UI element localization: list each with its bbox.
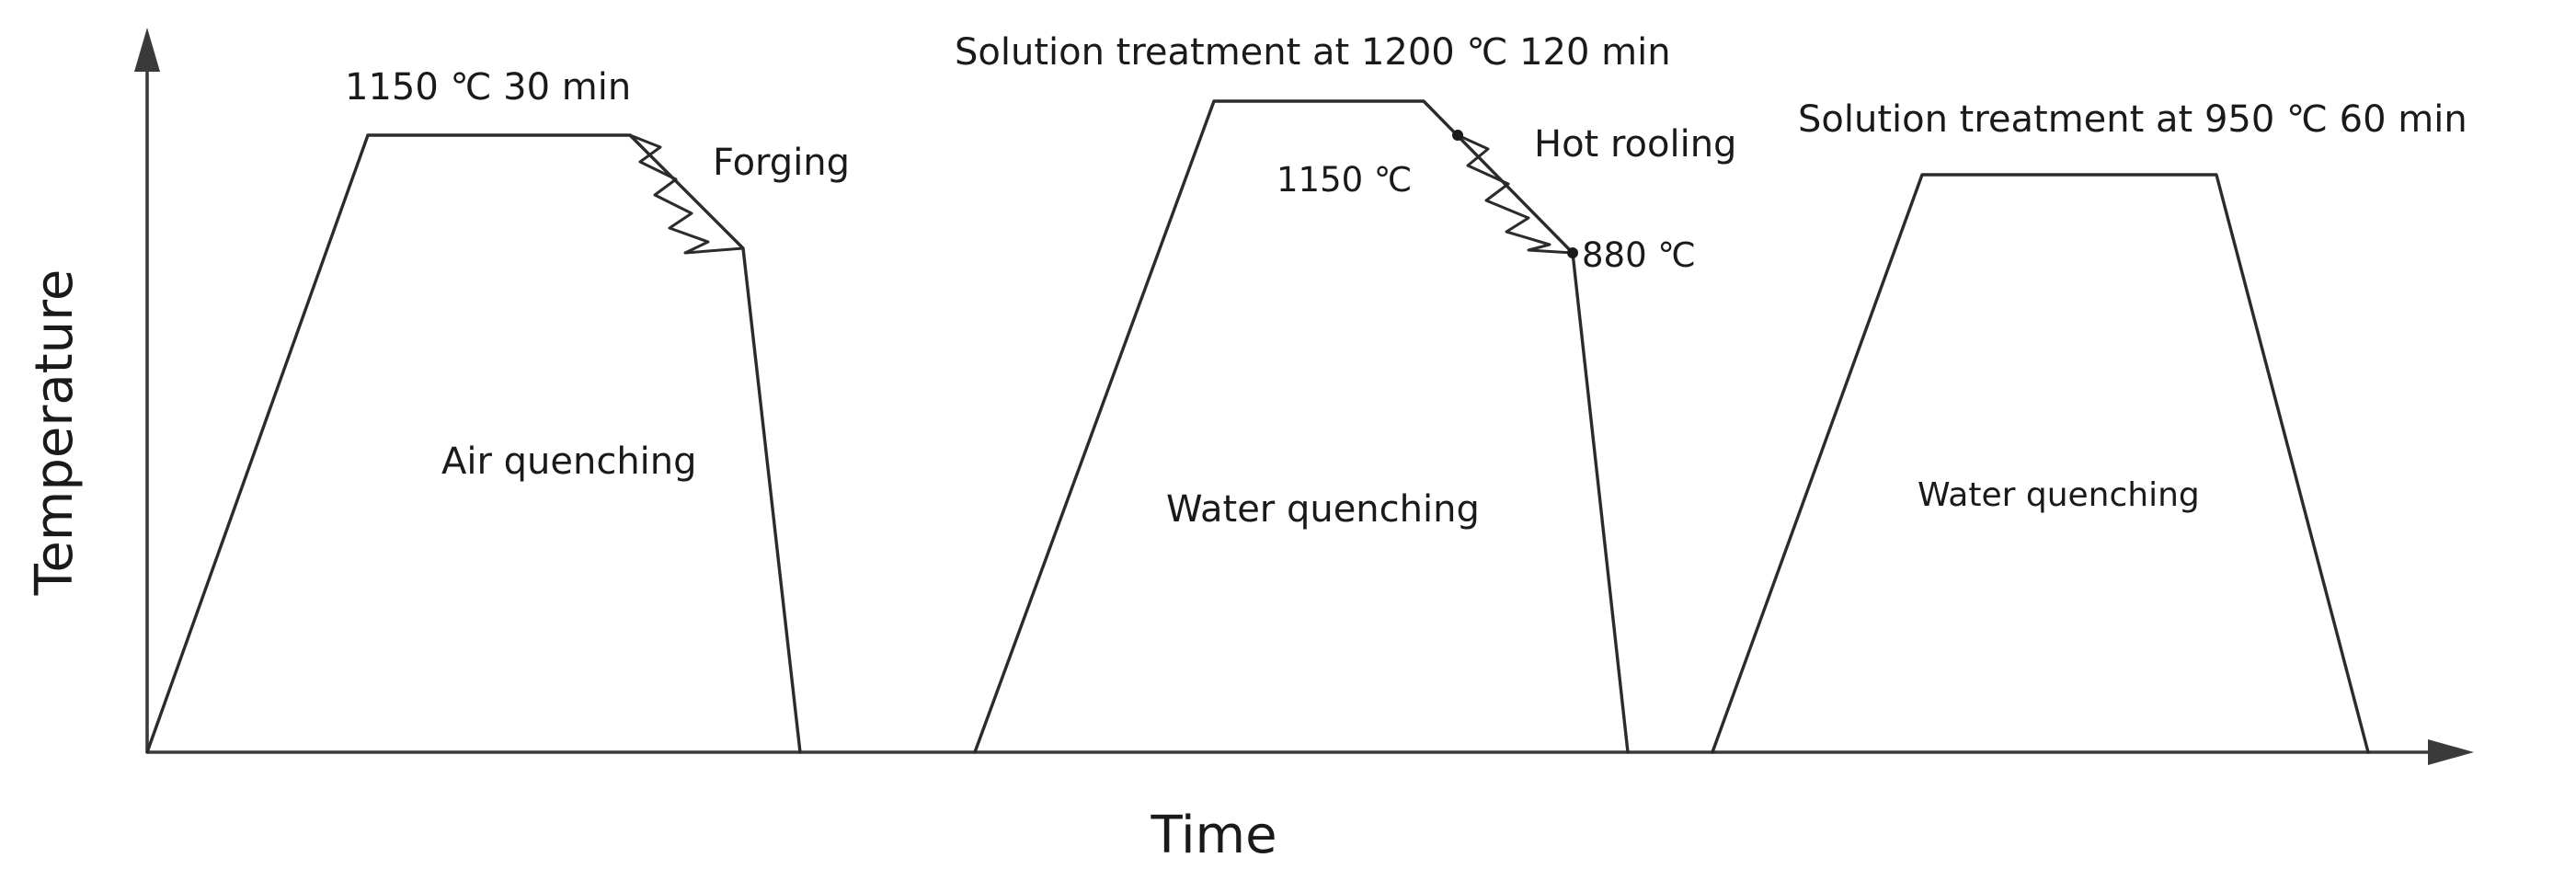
x-axis-arrowhead — [2428, 739, 2474, 765]
stage2-rolling-end-dot — [1567, 247, 1578, 258]
stage2-end-temp-label: 880 ℃ — [1582, 235, 1696, 275]
y-axis-arrowhead — [134, 28, 160, 72]
stage2-profile — [973, 99, 1630, 754]
y-axis-title: Temperature — [25, 269, 85, 597]
stage2-rolling-zigzag — [1457, 133, 1574, 255]
stage3-cooling-label: Water quenching — [1918, 476, 2200, 514]
stage1-hold-label: 1150 ℃ 30 min — [345, 66, 631, 109]
stage3-hold-label: Solution treatment at 950 ℃ 60 min — [1798, 98, 2467, 141]
stage1-forging-label: Forging — [713, 142, 850, 184]
stage2-cooling-label: Water quenching — [1166, 488, 1480, 531]
stage2-hold-label: Solution treatment at 1200 ℃ 120 min — [955, 31, 1671, 74]
stage1-cooling-label: Air quenching — [441, 440, 697, 483]
stage2-rolling-start-dot — [1452, 130, 1463, 141]
stage1-forging-zigzag — [629, 133, 744, 255]
x-axis-title: Time — [1150, 806, 1277, 865]
stage2-rolling-label: Hot rooling — [1534, 123, 1736, 166]
stage3-profile — [1711, 173, 2370, 754]
stage2-start-temp-label: 1150 ℃ — [1277, 160, 1412, 200]
